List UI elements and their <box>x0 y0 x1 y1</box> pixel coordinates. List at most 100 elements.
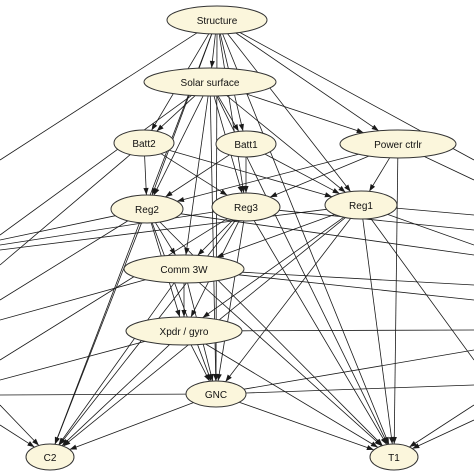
edge-reg3-t1 <box>253 220 388 445</box>
node-xpdr-gyro[interactable]: Xpdr / gyro <box>125 316 243 346</box>
edge-offframe-to-t1 <box>409 404 474 448</box>
node-batt1[interactable]: Batt1 <box>215 130 277 158</box>
edge-arrowhead <box>151 123 158 131</box>
edge-power-reg2 <box>176 153 359 202</box>
node-t1[interactable]: T1 <box>369 443 419 471</box>
edge-arrowhead <box>55 436 60 445</box>
node-batt2[interactable]: Batt2 <box>113 129 175 157</box>
node-comm-3w-label: Comm 3W <box>160 265 208 276</box>
edge-arrowhead <box>232 124 239 132</box>
edge-arrowhead <box>380 437 387 445</box>
edge-arrowhead <box>270 192 278 198</box>
node-c2[interactable]: C2 <box>25 443 75 471</box>
edge-power-reg3 <box>269 155 369 198</box>
edge-arrowhead <box>213 374 219 381</box>
node-structure-shape <box>166 5 268 35</box>
edge-arrowhead <box>370 441 378 448</box>
edge-arrowhead <box>69 444 78 450</box>
node-power-ctrlr[interactable]: Power ctrlr <box>339 129 457 159</box>
edge-arrowhead <box>204 373 210 382</box>
edge-structure-t1 <box>222 33 390 445</box>
edge-reg1-xpdr <box>202 216 344 319</box>
node-c2-shape <box>25 443 75 471</box>
edge-arrowhead <box>371 124 379 131</box>
edge-arrowhead <box>202 311 210 318</box>
edge-comm-c2 <box>58 282 175 446</box>
edge-offframe-from-reg2 <box>0 220 129 301</box>
node-structure-label: Structure <box>197 16 238 27</box>
node-gnc-shape <box>185 380 247 408</box>
node-reg1[interactable]: Reg1 <box>324 190 398 220</box>
edge-reg1-comm <box>216 214 335 258</box>
edge-arrowhead <box>324 192 332 198</box>
node-reg2-label: Reg2 <box>135 205 159 216</box>
node-reg2[interactable]: Reg2 <box>110 194 184 224</box>
node-reg3[interactable]: Reg3 <box>211 192 281 222</box>
edge-structure-reg1 <box>227 33 351 192</box>
edge-offframe-from-comm <box>0 279 146 321</box>
node-reg1-shape <box>324 190 398 220</box>
edge-offframe-from-comm <box>242 271 474 286</box>
edge-arrowhead <box>225 374 232 382</box>
node-gnc[interactable]: GNC <box>185 380 247 408</box>
edge-gnc-c2 <box>69 402 194 450</box>
edge-arrowhead <box>388 436 394 444</box>
edge-arrowhead <box>32 438 39 446</box>
node-layer: Structure Solar surface Batt2 Batt1 Powe… <box>25 5 457 471</box>
node-solar-surface-label: Solar surface <box>181 78 240 89</box>
edge-arrowhead <box>175 309 181 317</box>
edge-arrowhead <box>209 60 215 68</box>
edge-offframe-from-reg3 <box>0 218 228 361</box>
edge-arrowhead <box>216 252 224 258</box>
node-structure[interactable]: Structure <box>166 5 268 35</box>
edge-reg3-gnc <box>217 220 245 382</box>
edge-arrowhead <box>62 439 69 446</box>
edge-arrowhead <box>374 439 382 446</box>
edge-arrowhead <box>412 443 420 449</box>
edge-batt2-reg3 <box>160 153 228 196</box>
edge-arrowhead <box>184 247 190 255</box>
edge-arrowhead <box>237 185 243 194</box>
edge-solar-power <box>245 93 364 134</box>
edge-arrowhead <box>216 373 222 381</box>
edge-offframe-from-gnc <box>0 393 187 396</box>
edge-offframe-from-xpdr <box>241 329 474 332</box>
node-batt2-label: Batt2 <box>132 139 156 150</box>
edge-reg1-gnc <box>225 218 352 382</box>
edge-offframe-to-c2 <box>0 404 40 446</box>
node-gnc-label: GNC <box>205 390 227 401</box>
node-batt1-label: Batt1 <box>234 140 258 151</box>
node-reg3-label: Reg3 <box>234 203 258 214</box>
edge-offframe-from-batt2 <box>0 154 131 266</box>
edge-offframe-from-gnc <box>245 384 474 394</box>
edge-structure-c2 <box>54 33 213 445</box>
edge-offframe-from-power <box>424 156 474 181</box>
edge-offframe-from-reg1 <box>387 214 474 246</box>
edge-offframe-from-reg3 <box>278 209 474 231</box>
edge-arrowhead <box>409 441 417 447</box>
node-solar-surface[interactable]: Solar surface <box>143 67 277 97</box>
edge-arrowhead <box>243 186 249 193</box>
edge-solar-batt2 <box>156 95 196 132</box>
node-c2-label: C2 <box>44 453 57 464</box>
edge-reg1-t1 <box>362 218 393 445</box>
node-xpdr-gyro-label: Xpdr / gyro <box>160 327 209 338</box>
node-reg3-shape <box>211 192 281 222</box>
edge-structure-power <box>235 32 379 132</box>
edge-offframe-from-reg3 <box>0 211 215 246</box>
edge-arrowhead <box>356 128 364 133</box>
edge-reg2-c2 <box>54 222 142 445</box>
edge-batt2-reg1 <box>168 149 333 198</box>
edge-offframe-from-comm <box>238 274 474 301</box>
edge-arrowhead <box>156 124 164 132</box>
edge-arrowhead <box>338 185 346 193</box>
edge-batt1-reg1 <box>264 153 340 195</box>
edge-structure-reg3 <box>218 33 245 194</box>
edge-offframe-from-reg1 <box>396 207 474 216</box>
edge-arrowhead <box>369 184 376 192</box>
edge-arrowhead <box>177 197 185 202</box>
node-comm-3w[interactable]: Comm 3W <box>123 254 245 284</box>
edge-solar-reg1 <box>226 95 346 193</box>
node-batt2-shape <box>113 129 175 157</box>
edge-solar-reg2 <box>153 95 204 196</box>
